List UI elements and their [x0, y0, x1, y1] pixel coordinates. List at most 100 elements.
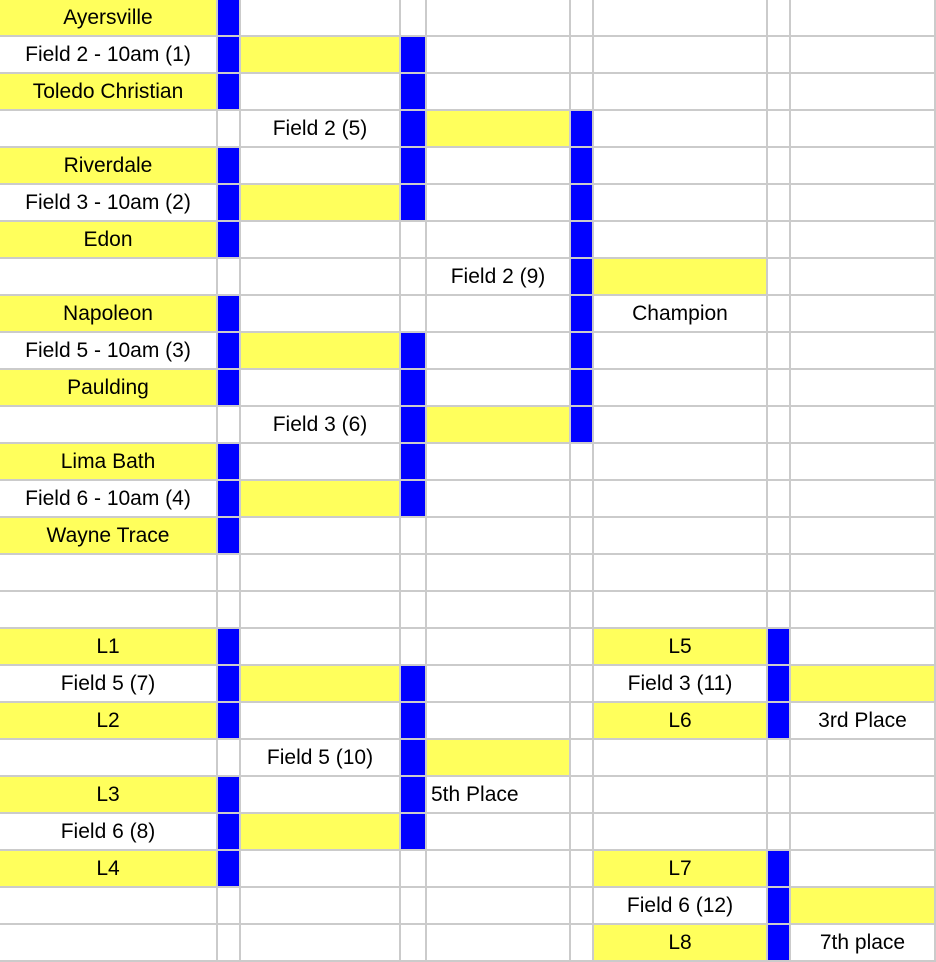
cell-r26-cF [571, 925, 592, 960]
cell-r9-cH [768, 296, 789, 331]
connector-cell [401, 666, 425, 701]
connector-cell [768, 703, 789, 738]
winner-slot [241, 814, 399, 849]
cell-r25-cC [241, 888, 399, 923]
cell-r6-cI [791, 185, 934, 220]
cell-r25-cF [571, 888, 592, 923]
cell-r21-cA [0, 740, 216, 775]
game-7-field-5: Field 5 (7) [0, 666, 216, 701]
cell-r17-cF [571, 592, 592, 627]
cell-r14-cE [427, 481, 569, 516]
loser-l6: L6 [594, 703, 766, 738]
cell-r26-cE [427, 925, 569, 960]
cell-r12-cH [768, 407, 789, 442]
cell-r6-cH [768, 185, 789, 220]
connector-cell [401, 703, 425, 738]
cell-r19-cE [427, 666, 569, 701]
cell-r7-cE [427, 222, 569, 257]
cell-r3-cF [571, 74, 592, 109]
cell-r8-cB [218, 259, 239, 294]
connector-cell [768, 851, 789, 886]
connector-cell [218, 629, 239, 664]
cell-r1-cH [768, 0, 789, 35]
cell-r4-cA [0, 111, 216, 146]
loser-l1: L1 [0, 629, 216, 664]
game-1-field-2-10am: Field 2 - 10am (1) [0, 37, 216, 72]
connector-cell [218, 37, 239, 72]
game-2-field-3-10am: Field 3 - 10am (2) [0, 185, 216, 220]
cell-r13-cI [791, 444, 934, 479]
team-napoleon: Napoleon [0, 296, 216, 331]
cell-r11-cC [241, 370, 399, 405]
game-5-field-2: Field 2 (5) [241, 111, 399, 146]
team-ayersville: Ayersville [0, 0, 216, 35]
cell-r13-cE [427, 444, 569, 479]
cell-r3-cI [791, 74, 934, 109]
cell-r21-cB [218, 740, 239, 775]
cell-r1-cE [427, 0, 569, 35]
cell-r1-cF [571, 0, 592, 35]
cell-r2-cI [791, 37, 934, 72]
game-6-field-3: Field 3 (6) [241, 407, 399, 442]
winner-slot [241, 185, 399, 220]
connector-cell [218, 74, 239, 109]
connector-cell [218, 703, 239, 738]
connector-cell [401, 444, 425, 479]
connector-cell [218, 185, 239, 220]
cell-r15-cH [768, 518, 789, 553]
cell-r5-cG [594, 148, 766, 183]
cell-r5-cE [427, 148, 569, 183]
cell-r4-cH [768, 111, 789, 146]
game-11-field-3: Field 3 (11) [594, 666, 766, 701]
cell-r12-cI [791, 407, 934, 442]
connector-cell [218, 0, 239, 35]
cell-r25-cB [218, 888, 239, 923]
winner-slot [427, 111, 569, 146]
cell-r8-cI [791, 259, 934, 294]
cell-r5-cH [768, 148, 789, 183]
cell-r24-cC [241, 851, 399, 886]
cell-r7-cH [768, 222, 789, 257]
team-toledo-christian: Toledo Christian [0, 74, 216, 109]
cell-r24-cE [427, 851, 569, 886]
cell-r14-cH [768, 481, 789, 516]
cell-r11-cE [427, 370, 569, 405]
loser-l2: L2 [0, 703, 216, 738]
cell-r14-cG [594, 481, 766, 516]
connector-cell [218, 333, 239, 368]
cell-r18-cE [427, 629, 569, 664]
cell-r3-cG [594, 74, 766, 109]
cell-r13-cH [768, 444, 789, 479]
team-wayne-trace: Wayne Trace [0, 518, 216, 553]
connector-cell [571, 370, 592, 405]
cell-r14-cF [571, 481, 592, 516]
connector-cell [401, 777, 425, 812]
cell-r1-cD [401, 0, 425, 35]
cell-r21-cI [791, 740, 934, 775]
winner-slot [791, 666, 934, 701]
cell-r18-cC [241, 629, 399, 664]
cell-r23-cI [791, 814, 934, 849]
cell-r21-cF [571, 740, 592, 775]
connector-cell [401, 740, 425, 775]
cell-r17-cI [791, 592, 934, 627]
cell-r16-cG [594, 555, 766, 590]
cell-r14-cI [791, 481, 934, 516]
seventh-place-label: 7th place [791, 925, 934, 960]
cell-r15-cG [594, 518, 766, 553]
cell-r8-cH [768, 259, 789, 294]
connector-cell [401, 74, 425, 109]
cell-r7-cC [241, 222, 399, 257]
team-riverdale: Riverdale [0, 148, 216, 183]
cell-r13-cG [594, 444, 766, 479]
connector-cell [218, 148, 239, 183]
winner-slot [241, 481, 399, 516]
cell-r22-cF [571, 777, 592, 812]
connector-cell [401, 185, 425, 220]
cell-r17-cB [218, 592, 239, 627]
cell-r9-cI [791, 296, 934, 331]
winner-slot [791, 888, 934, 923]
cell-r23-cG [594, 814, 766, 849]
game-10-field-5: Field 5 (10) [241, 740, 399, 775]
